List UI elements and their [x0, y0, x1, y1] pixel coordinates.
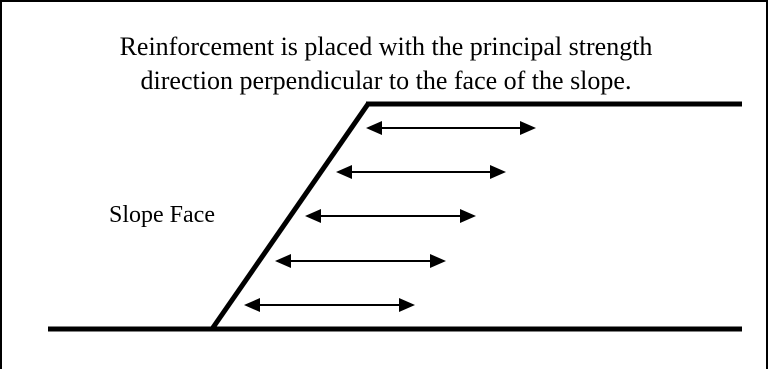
- reinforcement-arrow: [305, 209, 476, 223]
- slope-face-label: Slope Face: [109, 202, 215, 228]
- caption: Reinforcement is placed with the princip…: [2, 30, 768, 98]
- caption-line-2: direction perpendicular to the face of t…: [140, 66, 632, 95]
- caption-line-1: Reinforcement is placed with the princip…: [119, 32, 653, 61]
- reinforcement-arrow: [366, 121, 536, 135]
- reinforcement-arrow: [336, 165, 506, 179]
- reinforcement-arrow: [244, 298, 415, 312]
- reinforcement-arrow: [275, 254, 446, 268]
- slope-face-line: [209, 102, 371, 331]
